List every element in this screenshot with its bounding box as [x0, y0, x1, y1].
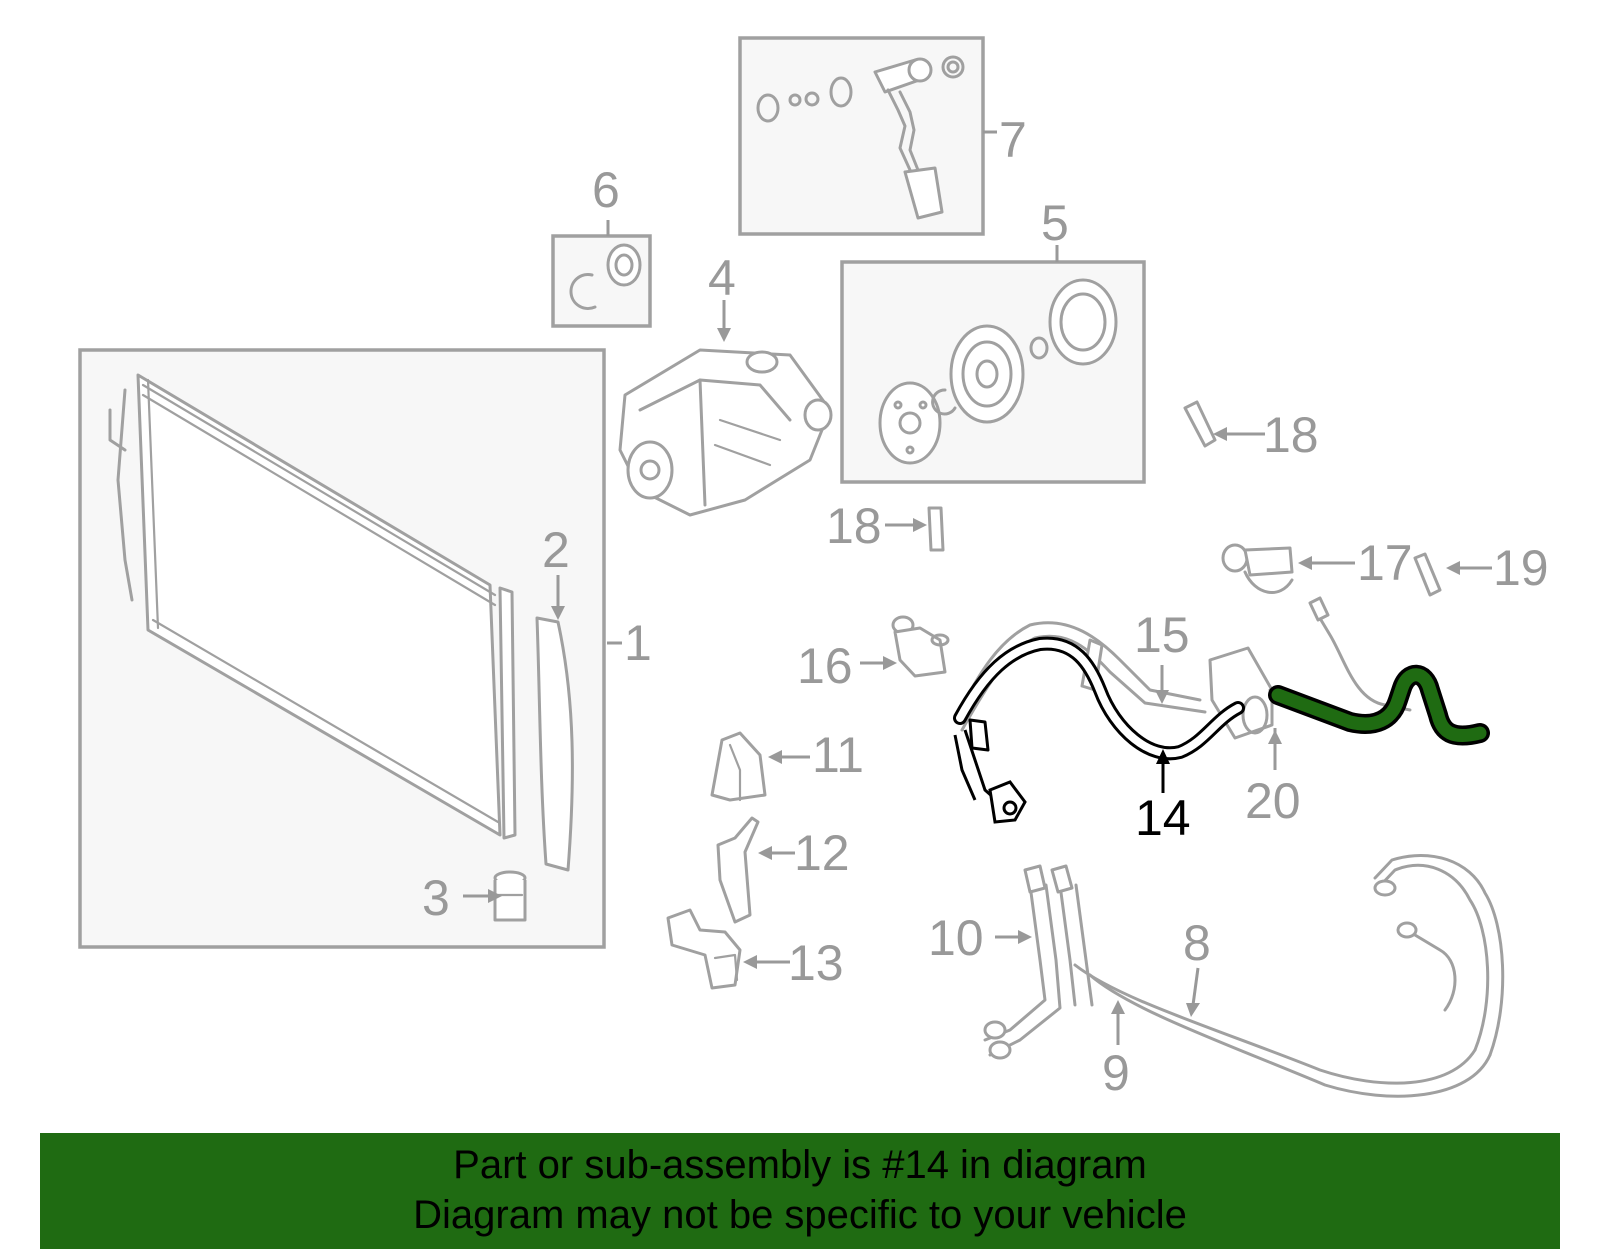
- label-part-12: 12: [794, 825, 850, 881]
- label-part-11: 11: [812, 727, 864, 783]
- label-part-16: 16: [797, 638, 853, 694]
- label-part-20: 20: [1245, 773, 1301, 829]
- part-14-green-section: [1271, 668, 1487, 743]
- part-18-pieces: [927, 400, 1217, 552]
- hoses-8-9-10: [983, 853, 1505, 1098]
- label-part-5: 5: [1041, 195, 1069, 251]
- leader-lines: [463, 130, 1492, 1045]
- part-17-19-pieces: [1221, 543, 1442, 597]
- brackets-11-13: [666, 731, 767, 990]
- label-part-2: 2: [542, 522, 570, 578]
- label-part-10: 10: [928, 910, 984, 966]
- info-banner: Part or sub-assembly is #14 in diagram D…: [40, 1133, 1560, 1249]
- label-part-4: 4: [708, 250, 736, 306]
- part-4-compressor: [618, 348, 833, 517]
- part-7-group: [738, 36, 985, 236]
- label-part-7: 7: [999, 112, 1027, 168]
- label-part-19: 19: [1493, 540, 1549, 596]
- label-part-14: 14: [1135, 790, 1191, 846]
- banner-line-part: Part or sub-assembly is #14 in diagram: [453, 1143, 1147, 1187]
- label-part-6: 6: [592, 162, 620, 218]
- part-14-highlighted-hose: [953, 636, 1490, 824]
- banner-line-disclaimer: Diagram may not be specific to your vehi…: [413, 1193, 1187, 1237]
- label-part-3: 3: [422, 870, 450, 926]
- part-6-group: [551, 234, 652, 328]
- label-part-17: 17: [1357, 535, 1413, 591]
- label-part-8: 8: [1183, 915, 1211, 971]
- part-labels: 1 2 3 4 5 6 7 8 9 10 11 12 13 14 15 16 1…: [422, 112, 1549, 1101]
- label-part-18-upper: 18: [1263, 407, 1319, 463]
- part-16-piece: [891, 615, 950, 678]
- label-part-9: 9: [1102, 1045, 1130, 1101]
- label-part-15: 15: [1134, 607, 1190, 663]
- label-part-13: 13: [788, 935, 844, 991]
- label-part-1: 1: [624, 615, 652, 671]
- part-5-group: [840, 260, 1146, 484]
- part-1-group: [78, 348, 606, 949]
- label-part-18-lower: 18: [826, 498, 882, 554]
